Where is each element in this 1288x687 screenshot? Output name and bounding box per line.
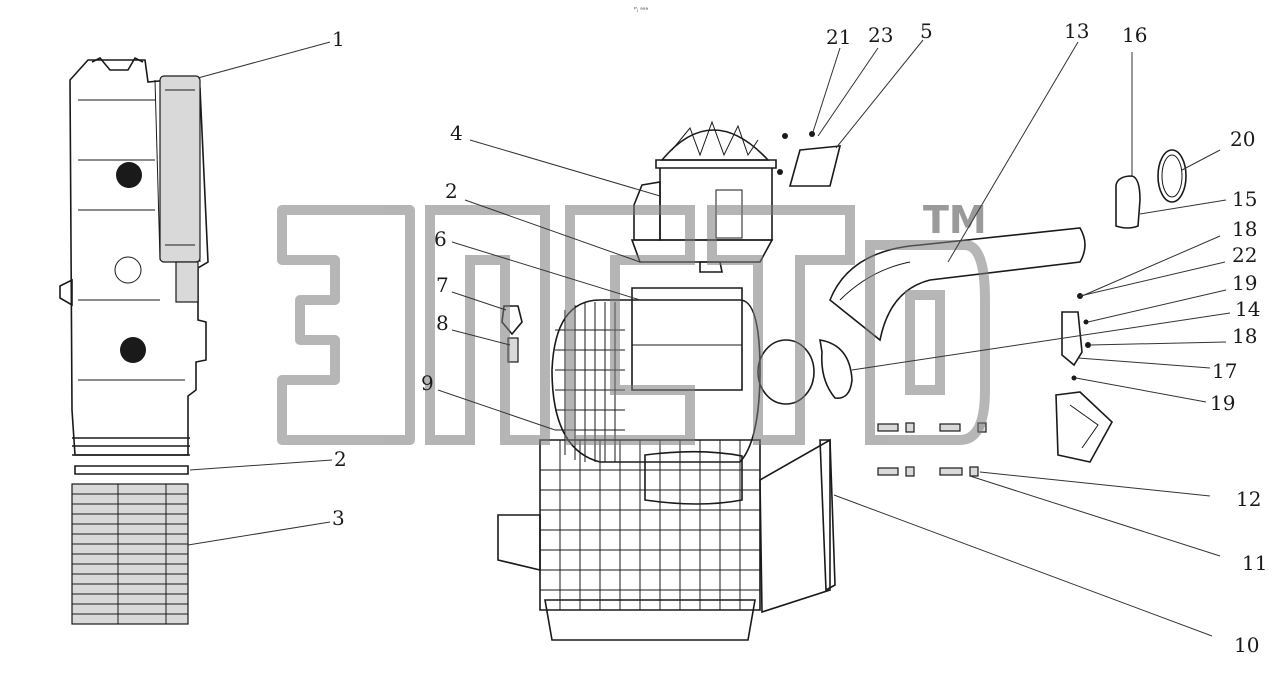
callout-16: 16 bbox=[1122, 23, 1147, 47]
callout-21: 21 bbox=[826, 25, 851, 49]
callout-19-lower: 19 bbox=[1210, 391, 1235, 415]
callout-1: 1 bbox=[332, 27, 345, 51]
callout-18-upper: 18 bbox=[1232, 217, 1257, 241]
part-bracket-top bbox=[777, 131, 842, 187]
part-ring-lower bbox=[74, 465, 189, 475]
callout-3: 3 bbox=[332, 506, 345, 530]
part-bolts bbox=[877, 422, 987, 477]
leader-lines bbox=[187, 39, 1231, 637]
callout-6: 6 bbox=[434, 227, 447, 251]
part-support-bracket bbox=[1055, 391, 1114, 463]
callout-15: 15 bbox=[1232, 187, 1257, 211]
callout-14: 14 bbox=[1235, 297, 1260, 321]
callout-7: 7 bbox=[436, 273, 449, 297]
callout-20: 20 bbox=[1230, 127, 1255, 151]
callout-22: 22 bbox=[1232, 243, 1257, 267]
callout-9: 9 bbox=[421, 371, 434, 395]
callout-11: 11 bbox=[1242, 551, 1267, 575]
callout-13: 13 bbox=[1064, 19, 1089, 43]
part-intake-housing bbox=[59, 56, 209, 456]
callouts: 1 2 3 4 2 6 7 8 9 21 23 5 13 16 20 15 18… bbox=[332, 19, 1267, 657]
part-housing-lower bbox=[497, 438, 836, 641]
callout-18-lower: 18 bbox=[1232, 324, 1257, 348]
callout-2-lower: 2 bbox=[334, 447, 347, 471]
part-clamp-20 bbox=[1157, 149, 1187, 203]
callout-2-upper: 2 bbox=[445, 179, 458, 203]
callout-4: 4 bbox=[450, 121, 463, 145]
watermark-logo bbox=[277, 205, 990, 445]
part-bellows bbox=[71, 483, 189, 625]
callout-8: 8 bbox=[436, 311, 449, 335]
callout-23: 23 bbox=[868, 23, 893, 47]
part-precleaner bbox=[630, 120, 777, 273]
callout-17: 17 bbox=[1212, 359, 1237, 383]
callout-19-upper: 19 bbox=[1232, 271, 1257, 295]
callout-12: 12 bbox=[1236, 487, 1261, 511]
top-caption: ᴾᵢ ᵃᵃᵃ bbox=[634, 6, 649, 14]
callout-5: 5 bbox=[920, 19, 933, 43]
watermark-tm: TM bbox=[923, 198, 987, 242]
callout-10: 10 bbox=[1234, 633, 1259, 657]
part-bracket-small bbox=[1061, 293, 1091, 381]
part-clamp-16 bbox=[1115, 175, 1141, 229]
